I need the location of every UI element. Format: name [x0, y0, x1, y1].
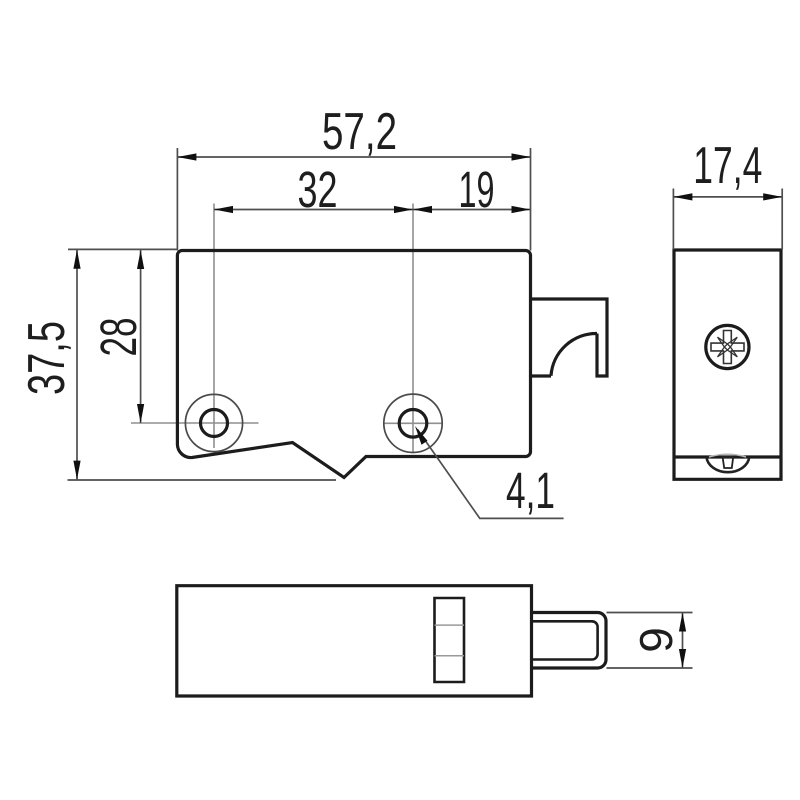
svg-text:28: 28 [90, 318, 147, 357]
svg-text:19: 19 [459, 161, 495, 218]
svg-text:32: 32 [298, 161, 338, 218]
svg-text:17,4: 17,4 [693, 137, 762, 195]
svg-text:9: 9 [630, 627, 682, 653]
svg-text:37,5: 37,5 [18, 321, 76, 395]
svg-text:4,1: 4,1 [506, 462, 555, 519]
svg-text:57,2: 57,2 [322, 103, 397, 161]
